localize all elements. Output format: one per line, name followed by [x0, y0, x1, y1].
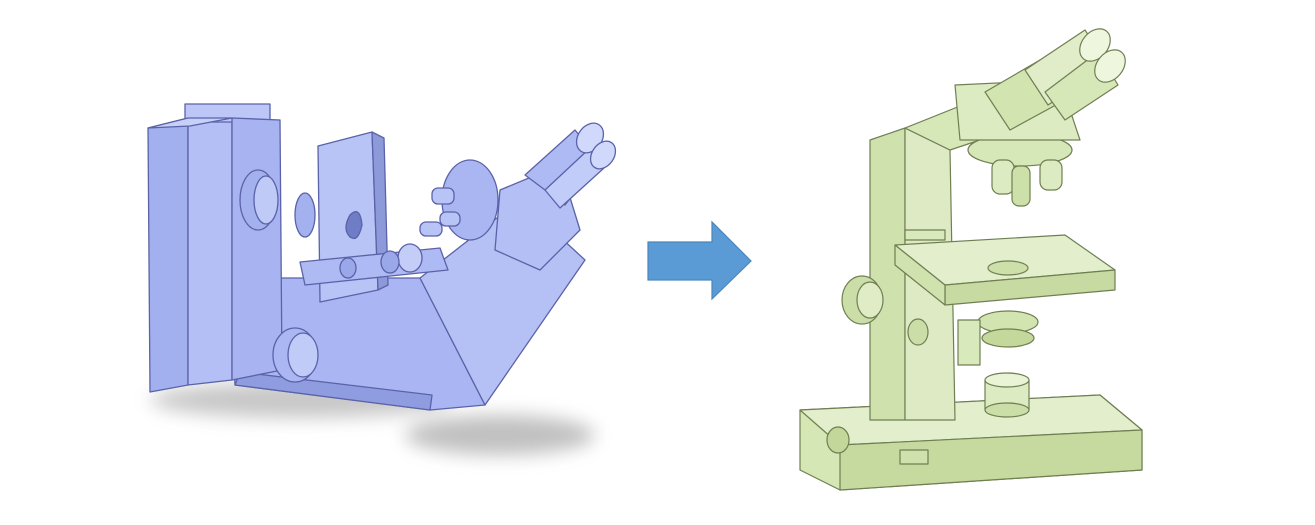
light-port	[984, 372, 1030, 418]
right-arrow-icon	[647, 220, 752, 301]
focus-knob-right	[841, 275, 929, 346]
nosepiece-right	[967, 133, 1073, 207]
lamp-housing	[239, 169, 316, 238]
microscope-base	[799, 394, 1143, 491]
condenser	[957, 310, 1039, 366]
eyepiece-head	[494, 122, 617, 271]
nosepiece	[419, 159, 499, 241]
focus-knob	[272, 327, 319, 383]
vertical-pillar	[147, 103, 283, 393]
transform-arrow	[647, 220, 752, 301]
stage-controls	[299, 243, 449, 286]
binocular-head	[954, 28, 1126, 141]
upright-microscope-model	[799, 28, 1143, 491]
microscope-stage	[894, 229, 1116, 306]
inverted-microscope-model	[147, 103, 617, 455]
